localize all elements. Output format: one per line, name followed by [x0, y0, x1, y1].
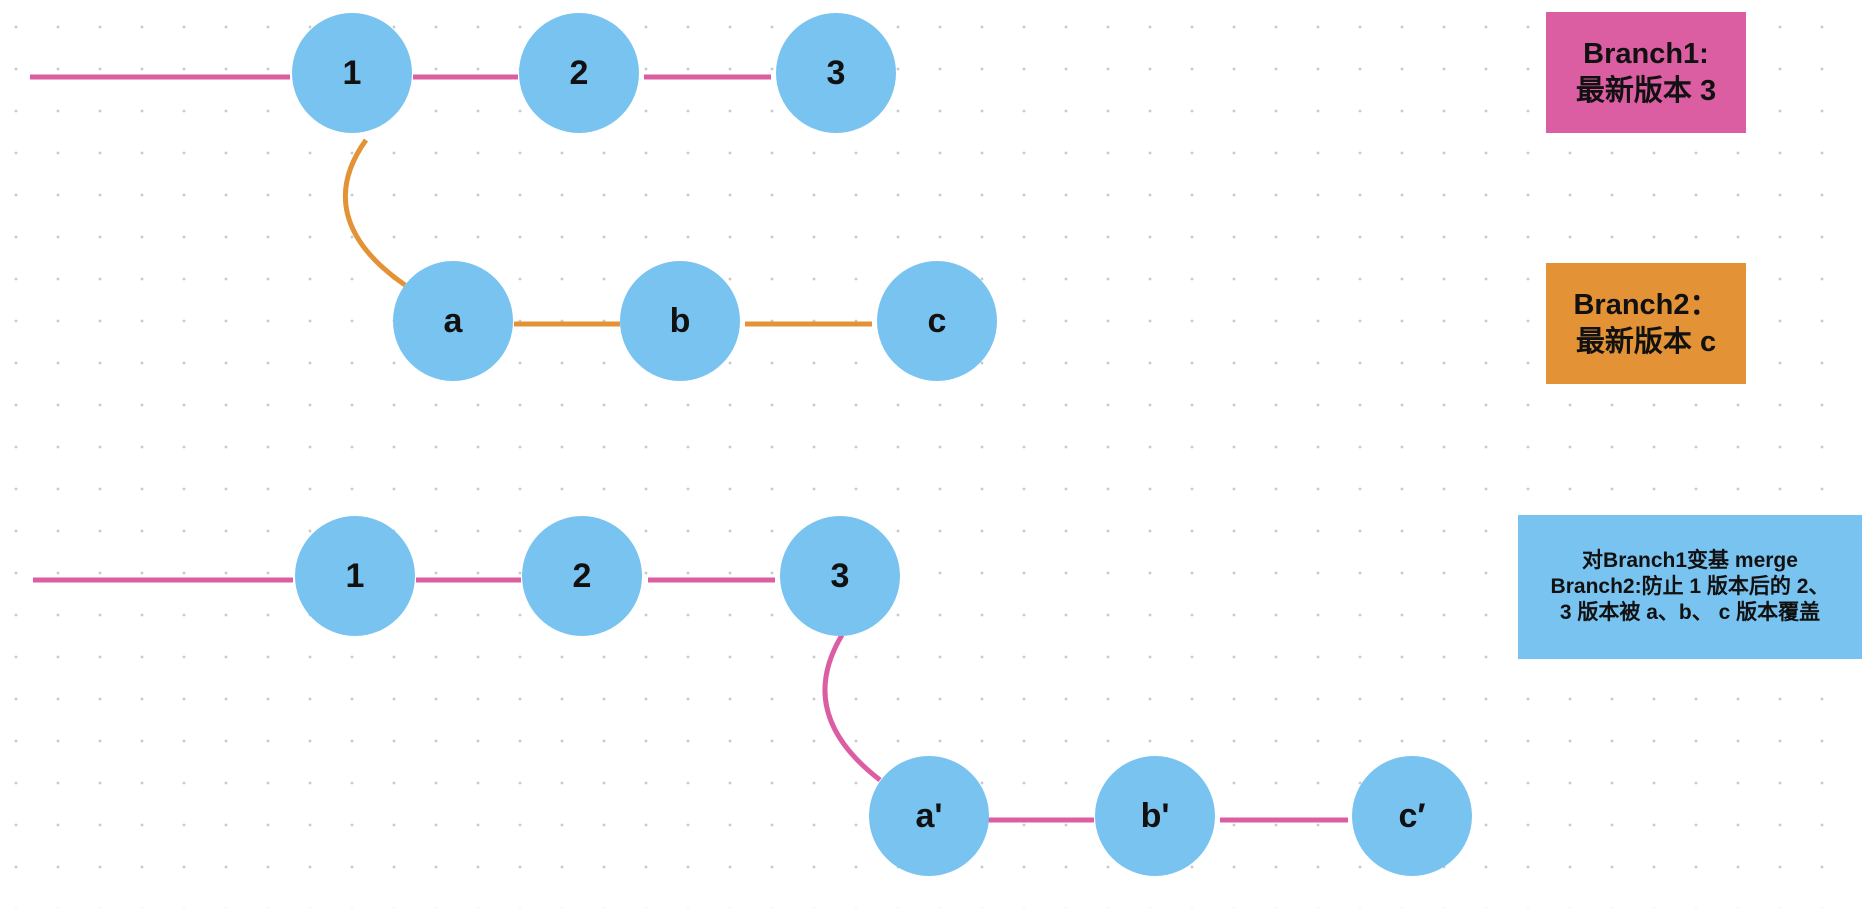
branch2-note[interactable]: Branch2： 最新版本 c	[1546, 263, 1746, 384]
commit-label: b'	[1141, 797, 1170, 835]
commit-node-2-bottom[interactable]: 2	[522, 516, 642, 636]
rebase-merge-note[interactable]: 对Branch1变基 merge Branch2:防止 1 版本后的 2、 3 …	[1518, 515, 1862, 659]
commit-label: 3	[831, 557, 850, 595]
commit-node-1-bottom[interactable]: 1	[295, 516, 415, 636]
commit-label: a	[444, 302, 464, 340]
commit-label: 2	[570, 54, 589, 92]
commit-label: c	[928, 302, 947, 340]
commit-label: 1	[343, 54, 362, 92]
commit-node-3[interactable]: 3	[776, 13, 896, 133]
commit-node-c-prime[interactable]: c′	[1352, 756, 1472, 876]
top-graph-edges	[30, 74, 872, 327]
bottom-graph-edges	[33, 577, 1348, 823]
commit-node-1[interactable]: 1	[292, 13, 412, 133]
commit-label: b	[670, 302, 691, 340]
commit-label: a'	[916, 797, 943, 835]
branch1-note[interactable]: Branch1: 最新版本 3	[1546, 12, 1746, 133]
rebased-fork-curve	[822, 633, 882, 782]
commit-node-a-prime[interactable]: a'	[869, 756, 989, 876]
commit-node-b-prime[interactable]: b'	[1095, 756, 1215, 876]
commit-label: 3	[827, 54, 846, 92]
commit-node-2[interactable]: 2	[519, 13, 639, 133]
commit-node-a[interactable]: a	[393, 261, 513, 381]
commit-node-c[interactable]: c	[877, 261, 997, 381]
commit-label: c′	[1398, 797, 1425, 835]
branch2-fork-curve	[342, 138, 407, 288]
commit-node-b[interactable]: b	[620, 261, 740, 381]
commit-label: 2	[573, 557, 592, 595]
commit-label: 1	[346, 557, 365, 595]
commit-node-3-bottom[interactable]: 3	[780, 516, 900, 636]
